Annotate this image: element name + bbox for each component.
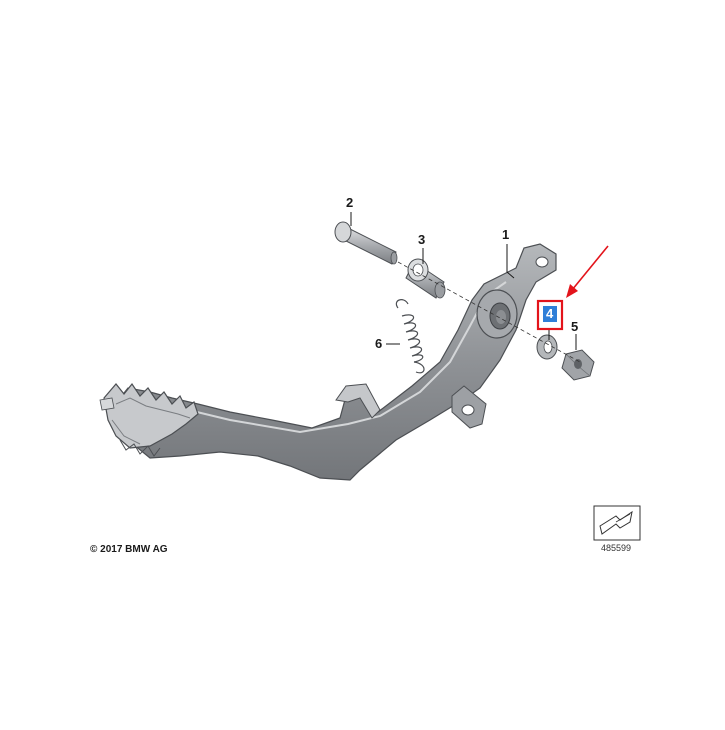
hex-nut: [561, 349, 595, 381]
bushing: [405, 258, 446, 299]
callout-6[interactable]: 6: [375, 336, 383, 351]
document-number: 485599: [601, 543, 632, 553]
arrow-box-icon[interactable]: [593, 505, 641, 541]
leader-lines: [350, 212, 577, 350]
callout-3[interactable]: 3: [418, 232, 426, 247]
callout-5[interactable]: 5: [571, 319, 579, 334]
selected-part-label-bg: [543, 306, 557, 322]
selected-part-highlight: [536, 299, 564, 331]
return-spring: [395, 299, 425, 374]
indicator-arrow-icon: [566, 245, 609, 298]
copyright-notice: © 2017 BMW AG: [90, 544, 168, 555]
callout-4[interactable]: 4: [546, 306, 554, 321]
pivot-pin: [334, 221, 398, 265]
callout-1[interactable]: 1: [502, 227, 510, 242]
washer: [536, 334, 558, 360]
brake-pedal-lever: [99, 243, 557, 481]
callout-2[interactable]: 2: [346, 195, 354, 210]
assembly-axis: [397, 261, 581, 363]
